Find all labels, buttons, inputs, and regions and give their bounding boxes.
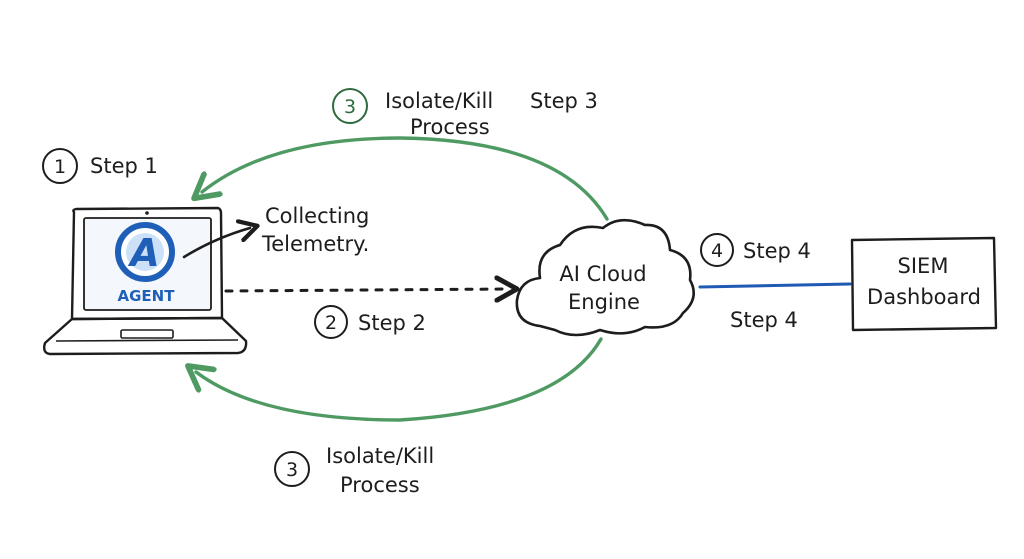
step3-top-number: 3 bbox=[344, 96, 356, 118]
ai-cloud-engine: AI Cloud Engine bbox=[515, 218, 695, 337]
telemetry-label-line2: Telemetry. bbox=[261, 232, 369, 256]
step3-bottom-number-circle bbox=[274, 451, 310, 487]
cloud-label-line2: Engine bbox=[568, 290, 640, 314]
agent-logo: A AGENT bbox=[115, 222, 176, 305]
laptop-trackpad bbox=[120, 329, 174, 339]
step3-top-group: 3 Isolate/Kill Process Step 3 bbox=[332, 88, 598, 139]
laptop-lid bbox=[70, 206, 224, 321]
step1-number: 1 bbox=[54, 156, 66, 178]
step4-line bbox=[698, 282, 852, 289]
cloud-shape bbox=[515, 218, 695, 337]
step3-top-line2: Process bbox=[410, 115, 490, 139]
step1-number-circle bbox=[42, 148, 78, 184]
step1-group: 1 Step 1 bbox=[42, 148, 158, 184]
step4-label-bottom: Step 4 bbox=[730, 308, 798, 332]
step3-bottom-line1: Isolate/Kill bbox=[326, 444, 434, 468]
step2-number: 2 bbox=[325, 312, 337, 334]
step2-number-circle bbox=[314, 305, 348, 339]
step4-number-circle bbox=[700, 233, 734, 267]
step3-top-green-arrow bbox=[202, 136, 609, 221]
step2-dotted-arrow bbox=[224, 289, 508, 291]
step3-top-line1: Isolate/Kill bbox=[385, 89, 493, 113]
step3-bottom-group: 3 Isolate/Kill Process bbox=[274, 444, 434, 497]
step4-label-top: Step 4 bbox=[743, 239, 811, 263]
siem-label-line2: Dashboard bbox=[867, 285, 981, 309]
siem-label-line1: SIEM bbox=[898, 254, 949, 278]
agent-logo-inner bbox=[126, 233, 164, 271]
agent-logo-letter: A bbox=[127, 231, 159, 275]
step3-bottom-line2: Process bbox=[340, 473, 420, 497]
step2-group: 2 Step 2 bbox=[314, 305, 426, 339]
laptop-base bbox=[42, 316, 248, 356]
step4-number: 4 bbox=[711, 240, 723, 262]
step4-group: 4 Step 4 Step 4 bbox=[700, 233, 811, 332]
telemetry-label-line1: Collecting bbox=[265, 204, 369, 228]
step3-bottom-number: 3 bbox=[286, 459, 298, 481]
step1-label: Step 1 bbox=[90, 154, 158, 178]
step3-top-number-circle bbox=[332, 88, 368, 124]
step3-bottom-green-arrow bbox=[196, 337, 603, 422]
laptop-hinge bbox=[55, 339, 239, 342]
step3-top-step-label: Step 3 bbox=[530, 89, 598, 113]
step2-label: Step 2 bbox=[358, 311, 426, 335]
telemetry-arrow bbox=[182, 228, 250, 259]
laptop-camera bbox=[145, 211, 149, 215]
cloud-label-line1: AI Cloud bbox=[559, 262, 646, 286]
agent-logo-text: AGENT bbox=[118, 287, 176, 305]
agent-logo-ring bbox=[115, 222, 175, 282]
siem-dashboard: SIEM Dashboard bbox=[850, 236, 998, 332]
siem-box bbox=[850, 236, 998, 332]
